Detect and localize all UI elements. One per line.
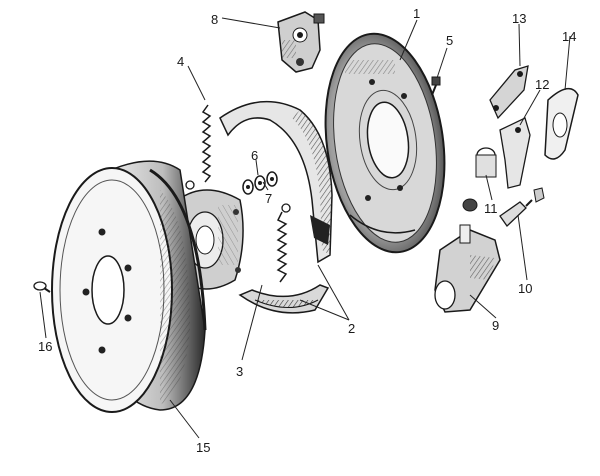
piston-parts-11	[462, 147, 497, 212]
callout-5: 5	[446, 33, 453, 48]
callout-3: 3	[236, 364, 243, 379]
callout-9: 9	[492, 318, 499, 333]
brake-drum	[51, 160, 207, 413]
callout-4: 4	[177, 54, 184, 69]
brake-shoe-lower	[238, 284, 330, 314]
callout-16: 16	[38, 339, 52, 354]
brake-shoe-upper	[219, 100, 333, 264]
spring-3	[276, 203, 291, 283]
callout-12: 12	[535, 77, 549, 92]
callout-15: 15	[196, 440, 210, 455]
callout-11: 11	[484, 201, 498, 216]
bleed-screw-10	[499, 187, 545, 227]
leader-lines	[39, 17, 571, 439]
cover-plate-14	[544, 87, 579, 160]
callout-1: 1	[413, 6, 420, 21]
backing-plate	[324, 32, 446, 254]
callout-14: 14	[562, 29, 576, 44]
callout-7: 7	[265, 191, 272, 206]
lever-12	[499, 117, 531, 189]
bracket-13	[489, 65, 529, 120]
wheel-cylinder-top	[277, 11, 325, 73]
callout-13: 13	[512, 11, 526, 26]
callout-2: 2	[348, 321, 355, 336]
wheel-cylinder-9	[434, 224, 501, 313]
callout-10: 10	[518, 281, 532, 296]
callout-6: 6	[251, 148, 258, 163]
callouts: 1 2 3 4 5 6 7 8 9 10 11 12 13 14 15 16	[38, 6, 576, 455]
washers-6	[242, 171, 278, 195]
screw-16	[33, 281, 51, 293]
spring-4	[185, 104, 212, 190]
callout-8: 8	[211, 12, 218, 27]
bolt-5	[431, 76, 441, 96]
